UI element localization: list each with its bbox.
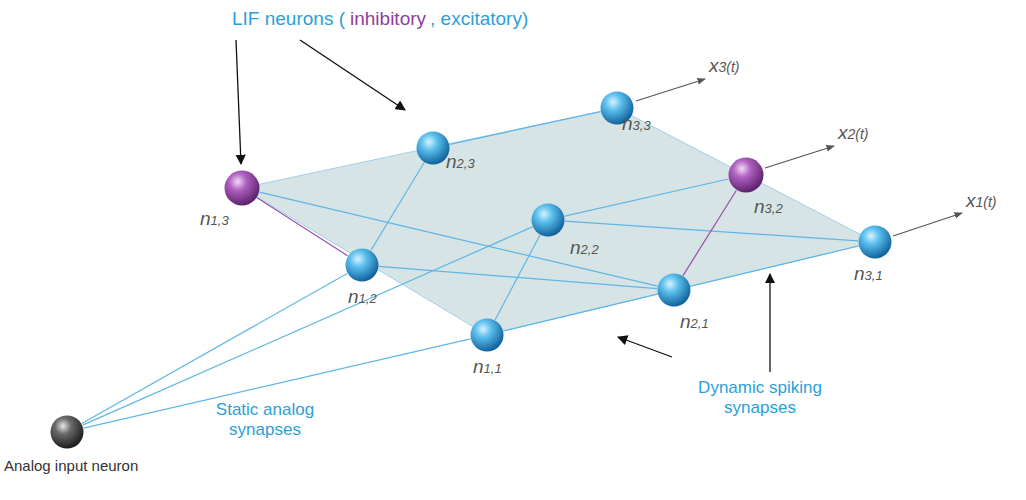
output-signal: x2(t) [838,122,869,144]
neuron-sphere [470,318,504,352]
neuron-sphere [728,157,764,193]
lif-neuron: n3,1 [858,225,892,259]
sphere-shape [417,132,450,165]
neuron-index: n3,3 [622,113,651,135]
title-text: LIF neurons ( [232,8,345,29]
spiking-synapse [450,112,601,145]
leader-arrow [300,40,405,110]
neuron-index: n2,1 [680,311,709,333]
output-signal: x3(t) [709,55,740,77]
neuron-index: n1,2 [348,286,377,308]
sphere-shape [471,319,504,352]
neuron-plane [242,108,875,335]
sphere-shape [859,226,892,259]
sphere-shape [532,204,565,237]
lif-neuron: n3,3 [600,91,634,125]
spiking-synapse [371,163,424,251]
neuron-index: n2,2 [570,237,599,259]
sphere-shape [51,416,84,449]
title-text: , excitatory) [430,8,528,29]
leader-arrow [769,274,770,372]
lif-neuron: n2,3 [416,131,450,165]
neuron-sphere [416,131,450,165]
sphere-shape [729,158,764,193]
output-arrow [636,79,705,101]
neuron-sphere [345,248,379,282]
neuron-index: n3,1 [854,263,883,285]
input-neuron: Analog input neuron [50,415,84,449]
neuron-sphere [531,203,565,237]
neuron-sphere [224,170,260,206]
title-text: inhibitory [350,8,426,29]
neuron-sphere [858,225,892,259]
neuron-sphere [657,273,691,307]
spiking-synapse [495,235,540,320]
spiking-synapse [257,198,348,256]
sphere-shape [658,274,691,307]
spiking-synapse [260,192,658,286]
output-arrow [893,213,962,236]
title-group: LIF neurons (inhibitory, excitatory) [232,8,528,30]
output-arrow [765,146,834,168]
neuron-index: n1,3 [200,208,229,230]
leader-arrow [236,40,241,164]
sphere-shape [225,171,260,206]
sphere-shape [346,249,379,282]
lif-neuron: n1,2 [345,248,379,282]
output-signal: x1(t) [966,190,997,212]
lif-neuron: n3,2 [728,157,764,193]
neuron-index: n3,2 [754,196,783,218]
neuron-sphere [50,415,84,449]
lif-neuron: n2,2 [531,203,565,237]
synapse-caption: Static analog synapses [195,400,335,440]
lif-neuron: n1,3 [224,170,260,206]
lif-neuron: n1,1 [470,318,504,352]
synapse-caption: Dynamic spiking synapses [685,378,835,418]
lif-neuron: n2,1 [657,273,691,307]
spiking-synapse [683,190,736,275]
analog-synapse [83,227,533,425]
spiking-synapse [565,179,729,216]
neuron-index: n1,1 [473,356,502,378]
neuron-index: n2,3 [446,151,475,173]
neuron-label: Analog input neuron [4,457,138,474]
leader-arrow [618,337,672,357]
